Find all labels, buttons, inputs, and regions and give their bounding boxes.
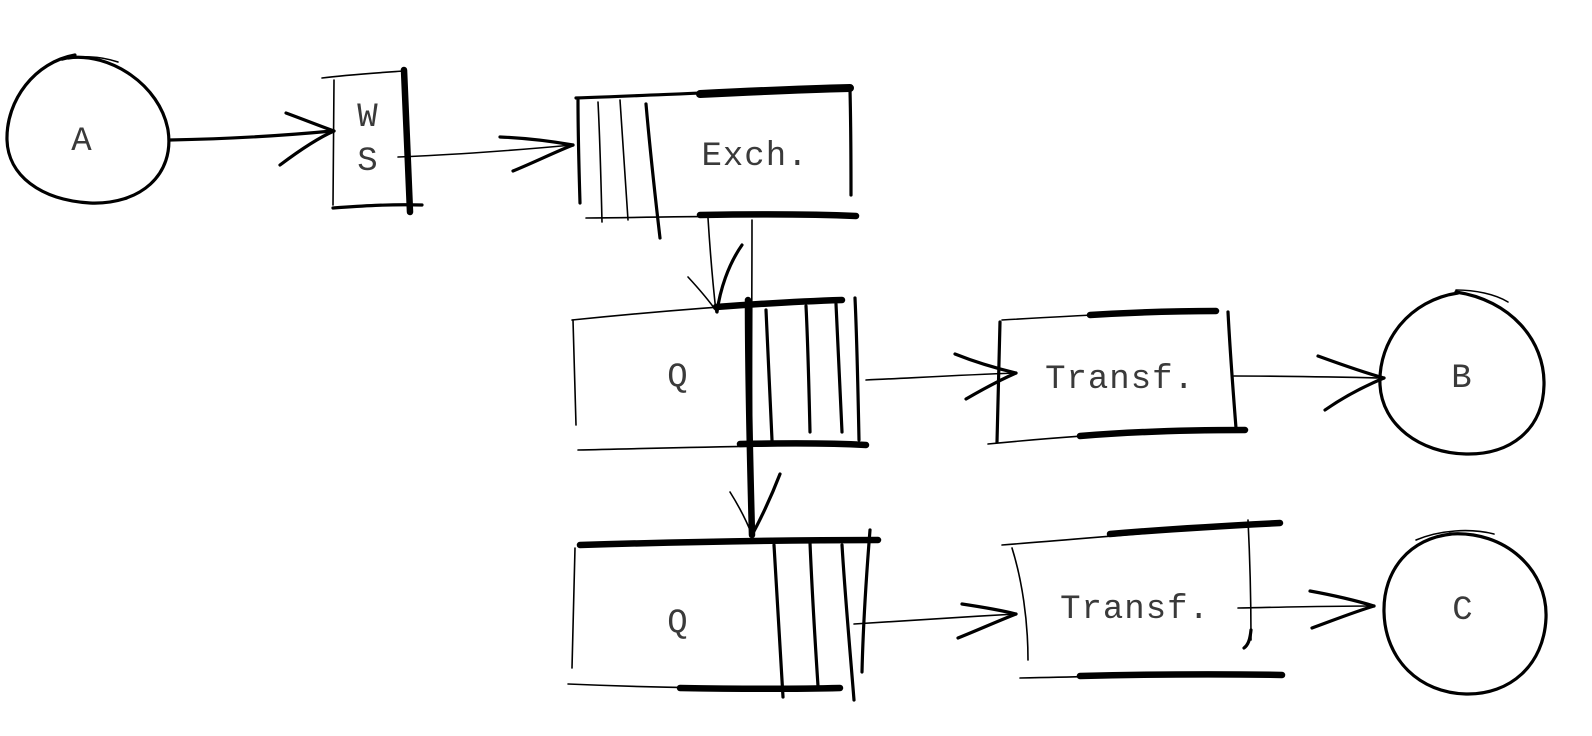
node-transform1-label: Transf. xyxy=(1045,361,1195,399)
node-transform1: Transf. xyxy=(987,307,1249,445)
edge-a-to-ws xyxy=(168,111,336,167)
node-ws-label-line2: S xyxy=(357,143,378,181)
node-queue1-label: Q xyxy=(667,359,688,397)
node-transform2-label: Transf. xyxy=(1060,591,1210,629)
node-ws: W S xyxy=(321,66,424,216)
node-ws-label-line1: W xyxy=(357,99,378,137)
node-c: C xyxy=(1382,529,1548,696)
edge-ws-to-exchange xyxy=(397,135,575,173)
node-c-label: C xyxy=(1452,592,1473,630)
node-queue2-label: Q xyxy=(667,605,688,643)
node-exchange-label: Exch. xyxy=(701,138,808,176)
node-transform2: Transf. xyxy=(1001,519,1286,680)
node-queue1: Q xyxy=(571,296,870,451)
node-exchange: Exch. xyxy=(574,84,860,240)
node-b-label: B xyxy=(1451,360,1472,398)
edge-queue1-to-transform1 xyxy=(865,352,1018,401)
edge-queue2-to-transform2 xyxy=(853,602,1018,640)
node-b: B xyxy=(1378,289,1546,456)
edge-exchange-to-queue1 xyxy=(687,217,744,314)
node-queue2: Q xyxy=(567,528,882,702)
edge-transform1-to-b xyxy=(1233,354,1386,412)
node-a: A xyxy=(5,53,171,205)
edge-transform2-to-c xyxy=(1237,589,1376,630)
node-a-label: A xyxy=(71,123,92,161)
edge-exchange-to-queue2 xyxy=(729,219,782,539)
